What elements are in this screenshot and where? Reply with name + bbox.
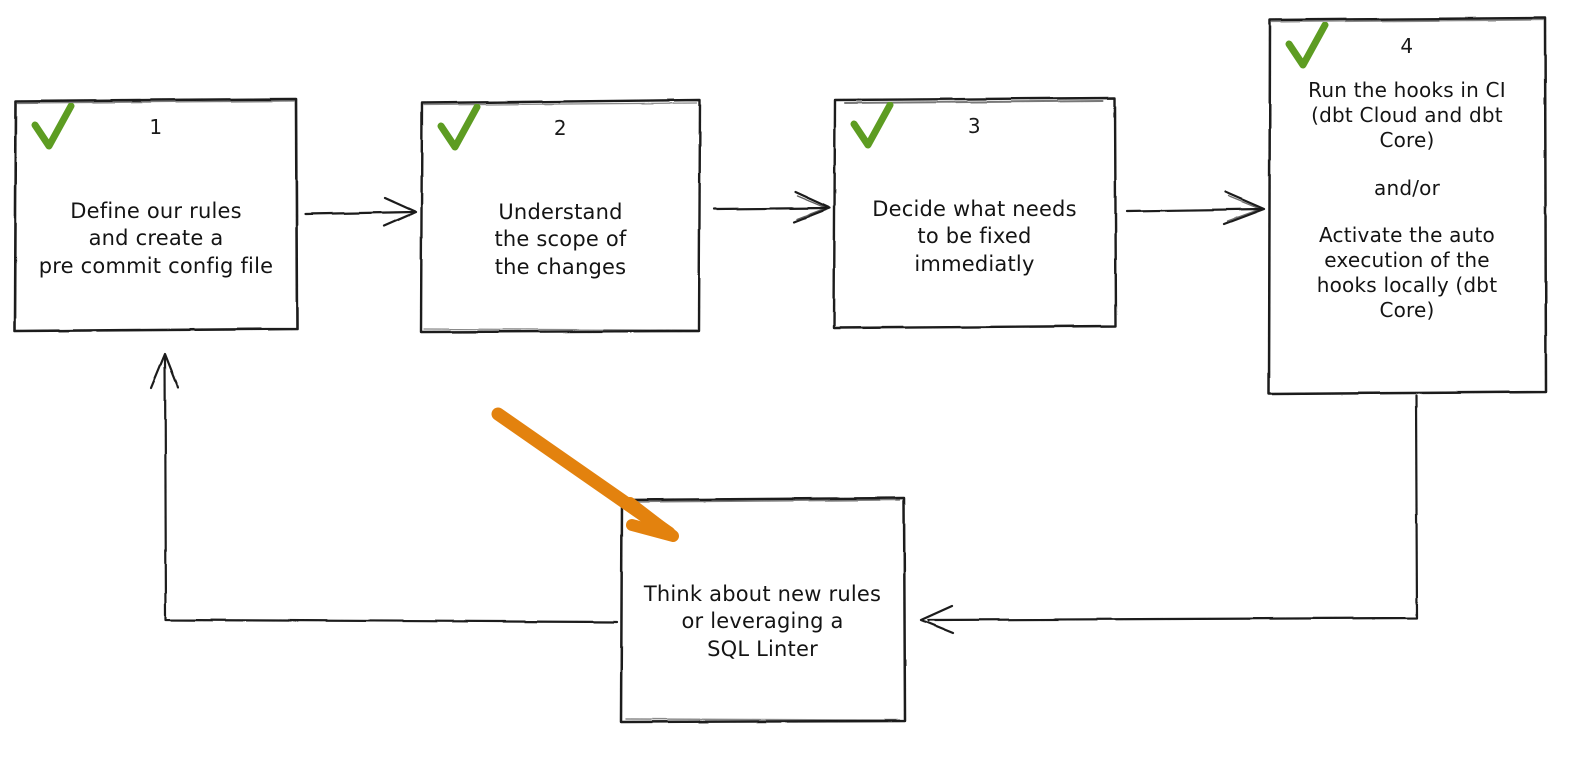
green-check-icon <box>437 104 481 151</box>
node-header-2: 2 <box>420 100 701 158</box>
node-text-4-a: Run the hooks in CI (dbt Cloud and dbt C… <box>1308 78 1506 153</box>
node-text-loop: Think about new rules or leveraging a SQ… <box>643 582 882 661</box>
step-node-1[interactable]: 1 Define our rules and create a pre comm… <box>14 99 298 331</box>
step-node-2[interactable]: 2 Understand the scope of the changes <box>420 100 701 332</box>
node-text-3: Decide what needs to be fixed immediatly <box>872 197 1077 276</box>
node-body-4: Run the hooks in CI (dbt Cloud and dbt C… <box>1268 76 1546 394</box>
node-text-2: Understand the scope of the changes <box>494 200 627 279</box>
arrow-loop-to-1 <box>149 352 619 624</box>
step-node-3[interactable]: 3 Decide what needs to be fixed immediat… <box>833 98 1116 328</box>
step-number-2: 2 <box>553 116 568 140</box>
node-header-3: 3 <box>833 98 1116 156</box>
step-node-loop[interactable]: Think about new rules or leveraging a SQ… <box>620 498 905 722</box>
green-check-icon <box>850 102 894 149</box>
step-number-1: 1 <box>149 115 163 139</box>
node-text-4-b: and/or <box>1373 175 1441 200</box>
node-body-loop: Think about new rules or leveraging a SQ… <box>620 556 905 722</box>
node-body-1: Define our rules and create a pre commit… <box>14 157 298 331</box>
node-text-4-c: Activate the auto execution of the hooks… <box>1316 222 1498 323</box>
node-body-2: Understand the scope of the changes <box>420 158 701 332</box>
step-number-4: 4 <box>1400 34 1414 58</box>
node-text-1: Define our rules and create a pre commit… <box>38 199 274 278</box>
green-check-icon <box>31 103 75 150</box>
arrow-3-to-4 <box>1125 190 1266 226</box>
step-node-4[interactable]: 4 Run the hooks in CI (dbt Cloud and dbt… <box>1268 18 1546 394</box>
step-number-3: 3 <box>967 114 982 138</box>
node-header-4: 4 <box>1268 18 1546 76</box>
node-header-loop <box>620 498 905 556</box>
arrow-4-to-loop <box>919 394 1419 635</box>
node-body-3: Decide what needs to be fixed immediatly <box>833 156 1116 328</box>
node-header-1: 1 <box>14 99 298 157</box>
arrow-2-to-3 <box>712 190 832 224</box>
green-check-icon <box>1285 22 1329 69</box>
arrow-1-to-2 <box>303 196 418 228</box>
